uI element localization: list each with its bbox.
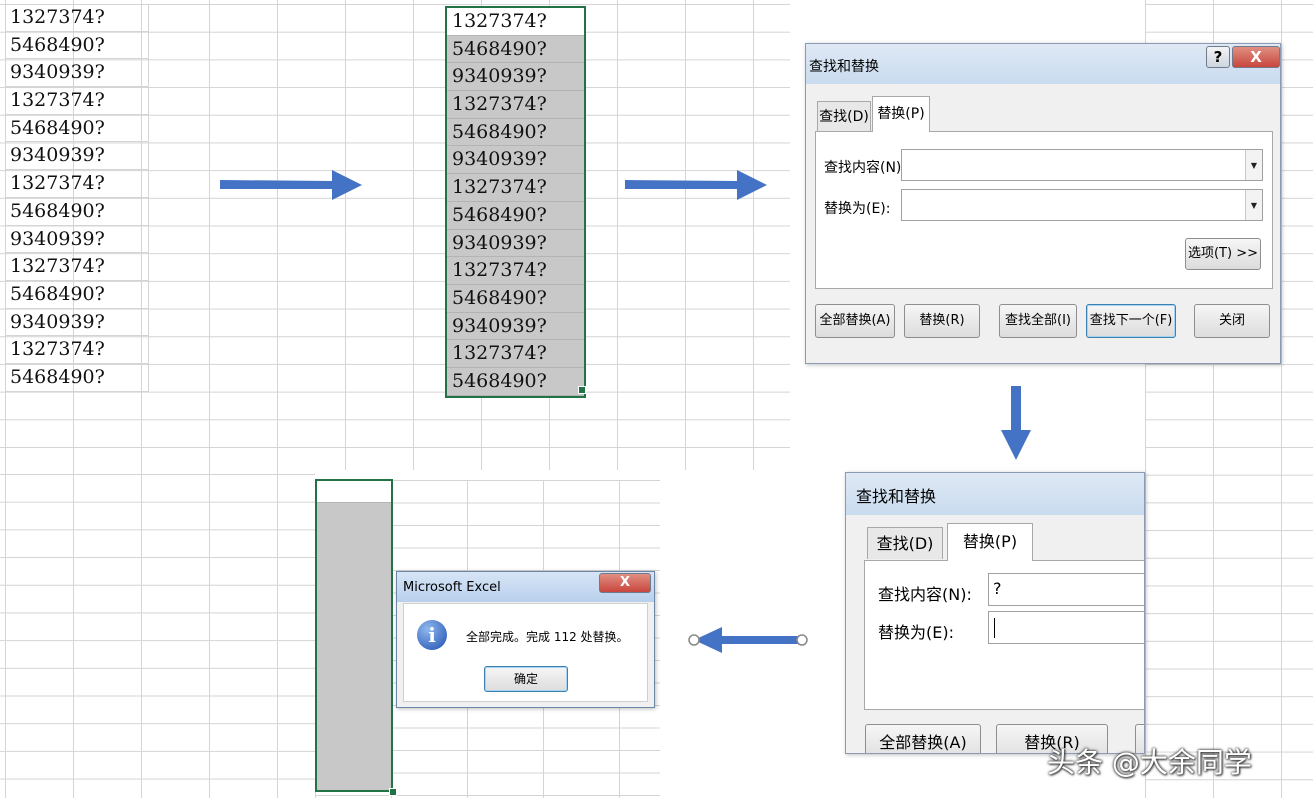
cell[interactable]: 5468490? bbox=[5, 115, 148, 143]
find-all-button[interactable]: 查找全部(I) bbox=[999, 304, 1077, 338]
dialog-close-button[interactable]: 关闭 bbox=[1194, 304, 1270, 338]
find-label: 查找内容(N): bbox=[878, 585, 972, 604]
cell[interactable]: 1327374? bbox=[447, 8, 584, 36]
dialog-titlebar: 查找和替换 bbox=[846, 473, 1144, 515]
tab-find[interactable]: 查找(D) bbox=[867, 527, 943, 559]
dialog-title: 查找和替换 bbox=[809, 59, 879, 75]
cell[interactable]: 9340939? bbox=[447, 229, 584, 258]
sheet-grid-left bbox=[0, 470, 315, 798]
message-text: 全部完成。完成 112 处替换。 bbox=[466, 630, 629, 644]
cell[interactable]: 5468490? bbox=[5, 32, 148, 60]
options-button[interactable]: 选项(T) >> bbox=[1185, 238, 1261, 270]
cell[interactable]: 5468490? bbox=[447, 201, 584, 230]
find-input-value: ? bbox=[993, 579, 1002, 598]
cell[interactable]: 1327374? bbox=[447, 91, 584, 119]
tab-find[interactable]: 查找(D) bbox=[817, 101, 871, 131]
fill-handle[interactable] bbox=[578, 386, 586, 394]
replace-input[interactable] bbox=[988, 611, 1144, 644]
message-title: Microsoft Excel bbox=[403, 580, 501, 595]
replace-panel: 查找内容(N): ? 替换为(E): bbox=[864, 560, 1144, 710]
cell[interactable]: 9340939? bbox=[5, 226, 148, 254]
dialog-titlebar: 查找和替换 ? X bbox=[806, 44, 1280, 84]
find-next-button[interactable]: 查找下一个(F) bbox=[1086, 304, 1176, 338]
replace-all-button[interactable]: 全部替换(A) bbox=[865, 724, 981, 753]
result-column-selection[interactable] bbox=[315, 479, 393, 792]
chevron-down-icon[interactable]: ▼ bbox=[1245, 150, 1262, 180]
replace-panel: 查找内容(N): ▼ 替换为(E): ▼ 选项(T) >> bbox=[815, 131, 1273, 289]
cell[interactable]: 9340939? bbox=[447, 63, 584, 92]
cell[interactable]: 1327374? bbox=[5, 4, 148, 32]
next-button-cropped[interactable] bbox=[1135, 724, 1144, 753]
cell[interactable]: 1327374? bbox=[5, 87, 148, 115]
active-cell[interactable] bbox=[317, 481, 391, 503]
cell[interactable]: 5468490? bbox=[447, 367, 584, 396]
cell[interactable]: 5468490? bbox=[5, 364, 148, 392]
cell[interactable]: 5468490? bbox=[447, 35, 584, 64]
cell[interactable]: 9340939? bbox=[5, 59, 148, 88]
cell[interactable]: 9340939? bbox=[447, 146, 584, 175]
find-input[interactable]: ? bbox=[988, 573, 1144, 606]
info-icon-glyph: i bbox=[428, 623, 436, 647]
find-replace-dialog: 查找和替换 ? X 查找(D) 替换(P) 查找内容(N): ▼ 替换为(E):… bbox=[805, 43, 1281, 364]
cell[interactable]: 1327374? bbox=[447, 174, 584, 202]
info-icon: i bbox=[417, 620, 447, 650]
help-button[interactable]: ? bbox=[1206, 46, 1230, 68]
message-body: i 全部完成。完成 112 处替换。 确定 bbox=[403, 603, 648, 702]
close-button[interactable]: X bbox=[599, 573, 651, 593]
cell[interactable]: 9340939? bbox=[5, 142, 148, 171]
arrow-right-icon bbox=[625, 170, 767, 200]
cell[interactable]: 9340939? bbox=[5, 309, 148, 337]
watermark: 头条 @大余同学 bbox=[1047, 746, 1252, 779]
cell[interactable]: 5468490? bbox=[5, 281, 148, 309]
source-column: 1327374? 5468490? 9340939? 1327374? 5468… bbox=[5, 4, 149, 392]
replace-button[interactable]: 替换(R) bbox=[904, 304, 980, 338]
cell[interactable]: 1327374? bbox=[447, 257, 584, 285]
tab-replace[interactable]: 替换(P) bbox=[947, 523, 1033, 561]
dialog-title: 查找和替换 bbox=[856, 487, 937, 506]
arrow-right-icon bbox=[220, 170, 362, 200]
find-replace-dialog-zoomed: 查找和替换 查找(D) 替换(P) 查找内容(N): ? 替换为(E): 全部替… bbox=[845, 472, 1145, 754]
close-button[interactable]: X bbox=[1232, 46, 1280, 68]
cell[interactable]: 5468490? bbox=[5, 198, 148, 226]
cell[interactable]: 1327374? bbox=[447, 340, 584, 368]
message-titlebar: Microsoft Excel X bbox=[397, 572, 654, 602]
find-label: 查找内容(N): bbox=[824, 160, 907, 176]
replace-input[interactable]: ▼ bbox=[901, 189, 1263, 221]
replace-all-button[interactable]: 全部替换(A) bbox=[815, 304, 895, 338]
cell[interactable]: 9340939? bbox=[447, 312, 584, 341]
arrow-left-icon bbox=[688, 627, 808, 653]
cell[interactable]: 1327374? bbox=[5, 170, 148, 198]
selected-column[interactable]: 1327374? 5468490? 9340939? 1327374? 5468… bbox=[445, 6, 586, 398]
message-box: Microsoft Excel X i 全部完成。完成 112 处替换。 确定 bbox=[396, 571, 655, 708]
cell[interactable]: 5468490? bbox=[447, 284, 584, 313]
arrow-down-icon bbox=[1001, 386, 1031, 460]
tab-replace[interactable]: 替换(P) bbox=[872, 96, 930, 132]
chevron-down-icon[interactable]: ▼ bbox=[1245, 190, 1262, 220]
find-input[interactable]: ▼ bbox=[901, 149, 1263, 181]
cell[interactable]: 1327374? bbox=[5, 253, 148, 281]
ok-button[interactable]: 确定 bbox=[484, 666, 568, 692]
cell[interactable]: 1327374? bbox=[5, 336, 148, 364]
text-cursor bbox=[994, 618, 995, 638]
fill-handle[interactable] bbox=[389, 788, 397, 796]
replace-label: 替换为(E): bbox=[878, 623, 954, 642]
replace-label: 替换为(E): bbox=[824, 201, 891, 217]
replace-button[interactable]: 替换(R) bbox=[996, 724, 1108, 753]
sheet-grid-top bbox=[0, 0, 790, 470]
cell[interactable]: 5468490? bbox=[447, 118, 584, 147]
